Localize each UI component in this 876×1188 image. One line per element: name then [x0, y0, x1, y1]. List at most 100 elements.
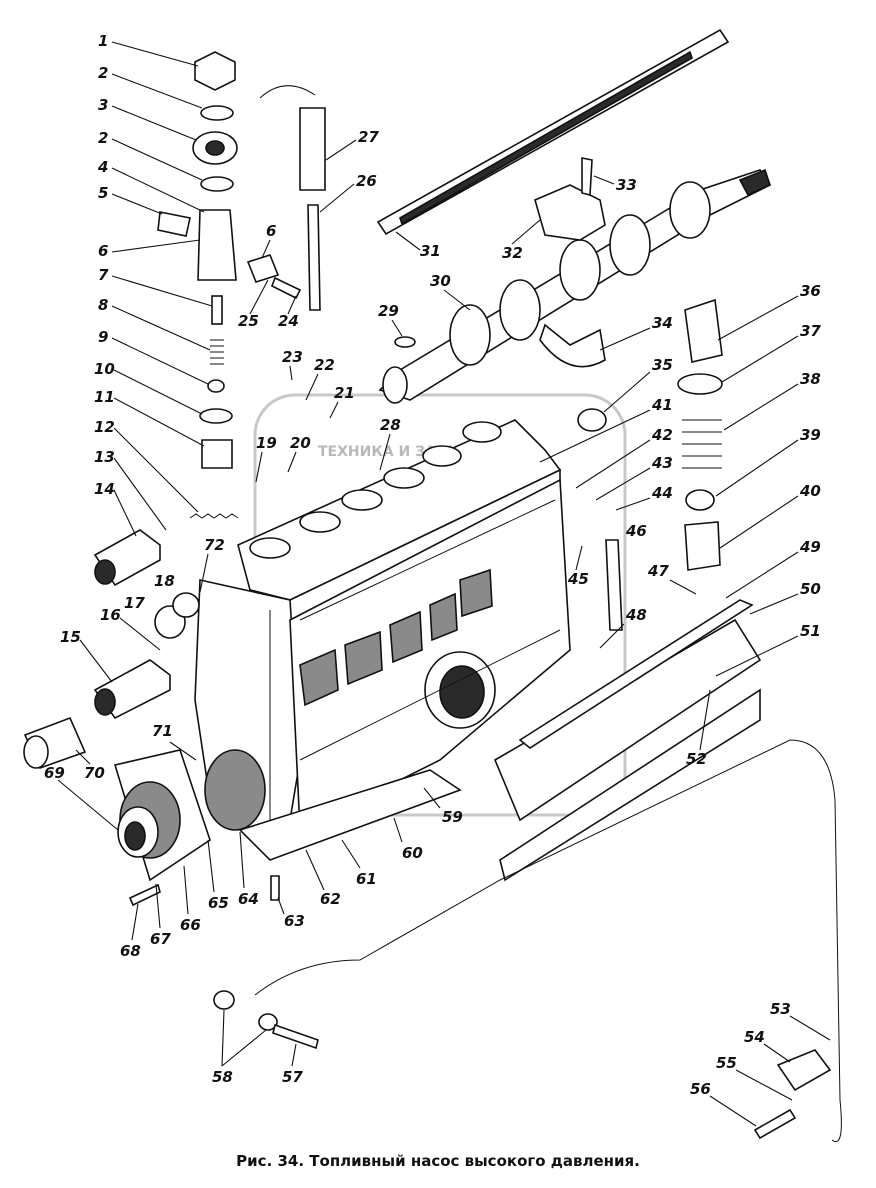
label-7: 7 [98, 266, 109, 284]
label-48: 48 [625, 606, 647, 624]
label-12: 12 [94, 418, 115, 436]
label-38: 38 [800, 370, 821, 388]
label-14: 14 [94, 480, 115, 498]
spring-12 [189, 513, 239, 519]
screw-24 [270, 276, 302, 300]
label-61: 61 [356, 870, 377, 888]
label-54: 54 [744, 1028, 765, 1046]
label-65: 65 [208, 894, 229, 912]
label-16: 16 [100, 606, 121, 624]
fitting-14-bore [94, 559, 116, 585]
label-45: 45 [567, 570, 589, 588]
label-8: 8 [98, 296, 108, 314]
label-32: 32 [502, 244, 523, 262]
label-53: 53 [770, 1000, 791, 1018]
label-63: 63 [284, 912, 305, 930]
label-22: 22 [314, 356, 335, 374]
label-19: 19 [256, 434, 277, 452]
screw-63 [270, 875, 280, 901]
label-2b: 2 [98, 129, 108, 147]
label-23: 23 [282, 348, 303, 366]
label-36: 36 [800, 282, 821, 300]
label-10: 10 [94, 360, 115, 378]
label-44: 44 [651, 484, 673, 502]
part-labels: 1 2 3 2 4 5 6 7 8 9 10 11 12 13 14 15 16… [44, 32, 831, 1127]
cover-plate [499, 688, 761, 882]
figure-caption: Рис. 34. Топливный насос высокого давлен… [236, 1152, 640, 1170]
label-4: 4 [97, 158, 108, 176]
label-17: 17 [124, 594, 145, 612]
fitting-15-bore [94, 688, 116, 716]
label-64: 64 [238, 890, 259, 908]
label-60: 60 [402, 844, 423, 862]
plunger-26 [307, 204, 321, 311]
control-rack [376, 28, 730, 236]
delivery-valve-stack [157, 51, 238, 469]
label-20: 20 [290, 434, 311, 452]
label-34: 34 [652, 314, 673, 332]
label-13: 13 [94, 448, 115, 466]
label-51: 51 [800, 622, 821, 640]
label-6b: 6 [266, 222, 276, 240]
label-25: 25 [238, 312, 259, 330]
rotation-arrow [259, 85, 316, 99]
label-59: 59 [442, 808, 463, 826]
washer-58a [213, 990, 235, 1010]
label-35: 35 [652, 356, 673, 374]
bearing-cap-upper [534, 184, 606, 241]
fuel-pipe [254, 739, 842, 1143]
label-3: 3 [98, 96, 108, 114]
label-2a: 2 [98, 64, 108, 82]
banjo-bolt-57 [272, 1023, 319, 1050]
label-69: 69 [44, 764, 65, 782]
label-41: 41 [651, 396, 673, 414]
label-42: 42 [651, 426, 673, 444]
clamp-6b [246, 254, 280, 283]
label-30: 30 [430, 272, 451, 290]
label-33: 33 [616, 176, 637, 194]
label-70: 70 [84, 764, 105, 782]
pump-body [194, 419, 571, 861]
label-55: 55 [716, 1054, 737, 1072]
label-6a: 6 [98, 242, 108, 260]
clamp-54 [776, 1049, 832, 1092]
bolt-56 [753, 1108, 797, 1140]
label-5: 5 [98, 184, 108, 202]
label-15: 15 [60, 628, 81, 646]
label-58: 58 [212, 1068, 233, 1086]
label-72: 72 [204, 536, 225, 554]
sleeve-27 [299, 107, 326, 191]
label-52: 52 [686, 750, 707, 768]
label-56: 56 [690, 1080, 711, 1098]
label-1: 1 [98, 32, 108, 50]
label-21: 21 [334, 384, 355, 402]
pusher-assembly [677, 298, 723, 571]
label-27: 27 [358, 128, 379, 146]
nut-18 [172, 592, 200, 618]
drive-flange [113, 749, 266, 882]
label-9: 9 [98, 328, 108, 346]
label-39: 39 [800, 426, 821, 444]
washer-58b [258, 1013, 278, 1031]
camshaft [378, 168, 772, 404]
label-62: 62 [320, 890, 341, 908]
key-29 [394, 336, 416, 348]
label-47: 47 [647, 562, 669, 580]
label-43: 43 [651, 454, 673, 472]
label-49: 49 [799, 538, 821, 556]
label-57: 57 [282, 1068, 303, 1086]
label-26: 26 [356, 172, 377, 190]
label-18: 18 [154, 572, 175, 590]
bolt-46 [605, 539, 623, 631]
gasket-50 [518, 599, 754, 749]
label-40: 40 [799, 482, 821, 500]
label-11: 11 [94, 388, 115, 406]
label-68: 68 [120, 942, 141, 960]
label-46: 46 [625, 522, 647, 540]
label-50: 50 [800, 580, 821, 598]
label-67: 67 [150, 930, 171, 948]
label-31: 31 [420, 242, 441, 260]
label-29: 29 [378, 302, 399, 320]
screw-68 [128, 883, 161, 907]
